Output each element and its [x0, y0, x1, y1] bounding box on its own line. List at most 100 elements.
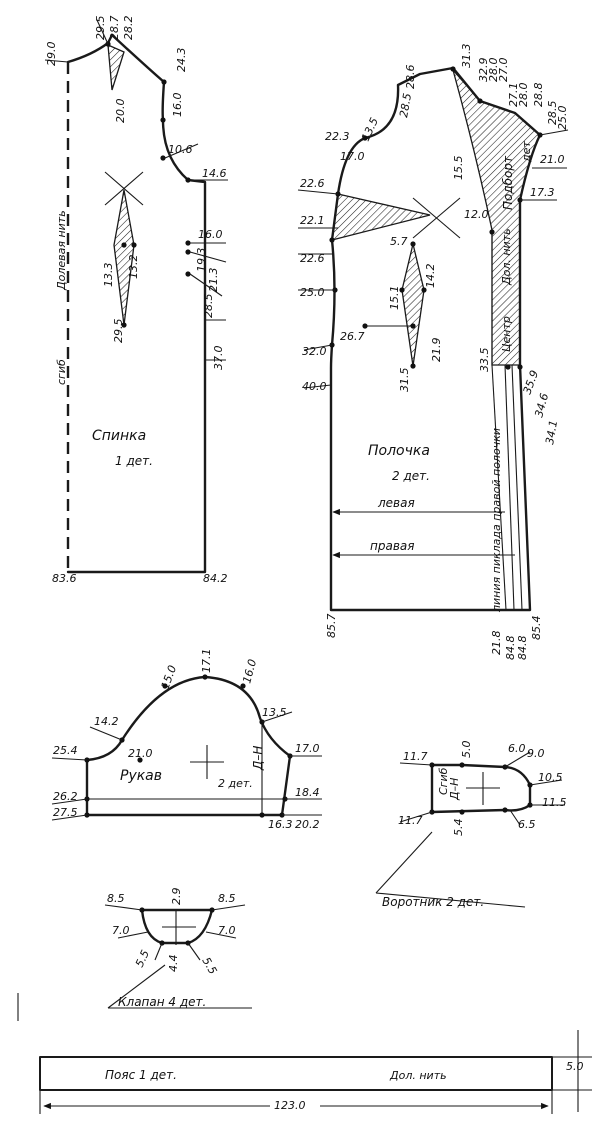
svg-text:28.5: 28.5: [546, 101, 559, 126]
svg-text:16.0: 16.0: [240, 658, 259, 685]
back-outline: [66, 33, 207, 574]
sleeve-dots: [84, 674, 293, 818]
front-grain-label: Дол. нить: [500, 228, 513, 286]
sleeve-labels: 17.1 15.0 16.0 14.2 13.5 21.0 25.4 17.0 …: [53, 649, 320, 832]
back-piece: 29.0 29.5 28.7 28.2 24.3 20.0 16.0 10.6 …: [44, 16, 228, 586]
front-waist-dart: [401, 243, 425, 367]
svg-text:28.8: 28.8: [532, 83, 545, 108]
svg-text:5.0: 5.0: [460, 741, 473, 759]
svg-text:85.7: 85.7: [325, 614, 338, 639]
svg-text:28.0: 28.0: [517, 83, 530, 108]
svg-text:14.2: 14.2: [94, 715, 119, 728]
svg-text:27.0: 27.0: [497, 58, 510, 83]
svg-text:28.0: 28.0: [487, 58, 500, 83]
svg-text:6.0: 6.0: [508, 742, 526, 755]
sleeve-qty: 2 дет.: [218, 777, 253, 790]
svg-text:11.7: 11.7: [403, 750, 428, 763]
svg-text:14.6: 14.6: [202, 167, 227, 180]
svg-text:11.5: 11.5: [542, 796, 567, 809]
svg-text:20.0: 20.0: [114, 99, 127, 124]
svg-text:27.5: 27.5: [53, 806, 78, 819]
svg-text:17.0: 17.0: [340, 150, 365, 163]
svg-text:10.5: 10.5: [538, 771, 563, 784]
svg-text:7.0: 7.0: [218, 924, 236, 937]
front-vertical-lines: [491, 230, 523, 611]
svg-text:32.0: 32.0: [302, 345, 327, 358]
front-leaders: [297, 129, 569, 389]
svg-text:6.5: 6.5: [518, 818, 536, 831]
svg-text:27.1: 27.1: [507, 83, 520, 108]
svg-text:4.4: 4.4: [167, 955, 180, 973]
svg-text:22.6: 22.6: [300, 252, 325, 265]
back-dots: [105, 41, 191, 328]
svg-text:5.5: 5.5: [133, 948, 152, 969]
sleeve-title: Рукав: [120, 768, 162, 784]
svg-text:15.0: 15.0: [159, 664, 180, 691]
flap-labels: 8.5 2.9 8.5 7.0 7.0 5.5 4.4 5.5 Клапан 4…: [107, 888, 236, 1010]
svg-text:84.8: 84.8: [504, 636, 517, 661]
svg-text:21.3: 21.3: [207, 268, 220, 293]
svg-text:19.3: 19.3: [195, 248, 208, 273]
collar-title: Воротник 2 дет.: [382, 895, 484, 909]
svg-text:37.0: 37.0: [212, 346, 225, 371]
front-bust-dart: [331, 193, 431, 241]
svg-text:9.0: 9.0: [527, 747, 545, 760]
back-fold-label: сгиб: [55, 359, 68, 385]
svg-text:84.8: 84.8: [516, 636, 529, 661]
svg-text:16.0: 16.0: [198, 228, 223, 241]
belt-outline: [39, 1056, 553, 1091]
svg-text:5.4: 5.4: [452, 819, 465, 837]
flap-piece: 8.5 2.9 8.5 7.0 7.0 5.5 4.4 5.5 Клапан 4…: [104, 888, 252, 1010]
svg-text:13.5: 13.5: [359, 116, 381, 144]
svg-text:15.1: 15.1: [388, 286, 401, 311]
svg-text:22.6: 22.6: [300, 177, 325, 190]
svg-text:13.2: 13.2: [127, 255, 140, 280]
svg-text:21.9: 21.9: [430, 338, 443, 363]
svg-text:28.7: 28.7: [108, 16, 121, 41]
svg-text:дет: дет: [520, 141, 533, 163]
back-shoulder-dart: [107, 43, 125, 91]
svg-text:12.0: 12.0: [464, 208, 489, 221]
svg-text:16.0: 16.0: [171, 93, 184, 118]
svg-text:11.7: 11.7: [398, 814, 423, 827]
svg-text:21.0: 21.0: [540, 153, 565, 166]
sleeve-dn-label: Д–Н: [251, 746, 265, 771]
svg-text:22.3: 22.3: [325, 130, 350, 143]
svg-text:21.8: 21.8: [490, 631, 503, 656]
svg-text:25.0: 25.0: [556, 106, 569, 131]
svg-text:2.9: 2.9: [170, 888, 183, 906]
svg-text:10.6: 10.6: [168, 143, 193, 156]
svg-text:83.6: 83.6: [52, 572, 77, 585]
svg-text:21.0: 21.0: [128, 747, 153, 760]
svg-text:33.5: 33.5: [478, 348, 491, 373]
svg-text:28.5: 28.5: [397, 92, 414, 118]
svg-text:29.5: 29.5: [94, 16, 107, 41]
front-facing-label: Подборт: [501, 155, 515, 210]
svg-text:34.6: 34.6: [532, 392, 551, 419]
back-dart-cross: [104, 171, 144, 206]
front-center-label: Центр: [500, 316, 513, 352]
svg-text:13.5: 13.5: [262, 706, 287, 719]
svg-text:28.2: 28.2: [122, 16, 135, 41]
svg-text:34.1: 34.1: [543, 419, 560, 445]
svg-text:26.2: 26.2: [53, 790, 78, 803]
svg-text:24.3: 24.3: [175, 48, 188, 73]
svg-text:28.6: 28.6: [404, 65, 417, 90]
svg-text:29.5: 29.5: [112, 319, 125, 344]
svg-text:7.0: 7.0: [112, 924, 130, 937]
back-leaders: [44, 19, 228, 361]
back-title: Спинка: [92, 428, 146, 444]
front-piece: 28.6 28.5 31.3 32.9 28.0 27.0 27.1 28.0 …: [297, 44, 569, 661]
svg-text:85.4: 85.4: [530, 616, 543, 641]
back-labels: 29.0 29.5 28.7 28.2 24.3 20.0 16.0 10.6 …: [45, 16, 228, 586]
svg-text:25.0: 25.0: [300, 286, 325, 299]
svg-text:16.3: 16.3: [268, 818, 293, 831]
collar-labels: 11.7 5.0 6.0 9.0 10.5 11.5 6.5 5.4 11.7 …: [382, 741, 567, 910]
collar-dn-label: Д–Н: [448, 778, 461, 801]
sleeve-piece: 17.1 15.0 16.0 14.2 13.5 21.0 25.4 17.0 …: [51, 649, 322, 832]
front-left-label: левая: [377, 496, 415, 510]
collar-fold-label: Сгиб: [437, 767, 450, 795]
svg-text:31.3: 31.3: [460, 44, 473, 69]
svg-text:15.5: 15.5: [452, 156, 465, 181]
